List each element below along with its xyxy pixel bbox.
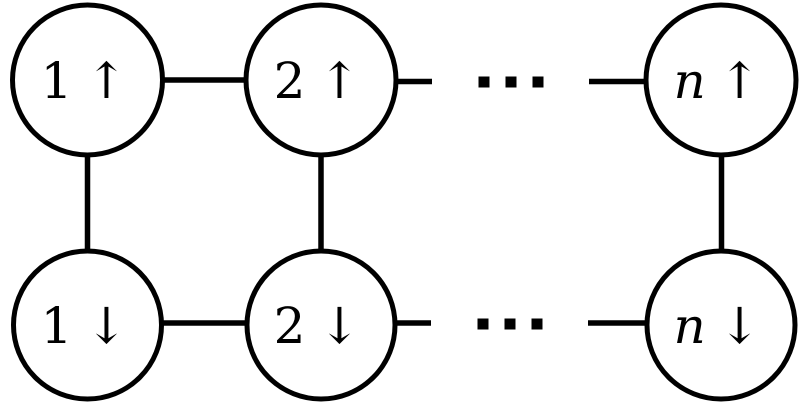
node-1-up-label: 1↑: [41, 52, 128, 110]
node-1-up-circle: [10, 2, 165, 158]
node-symbol: 1: [41, 297, 73, 355]
node-n-up: n↑: [643, 2, 799, 158]
down-arrow-icon: ↓: [85, 297, 127, 355]
node-n-down-circle: [644, 248, 798, 402]
node-symbol: n: [673, 297, 705, 355]
ellipsis-bottom: [477, 318, 543, 330]
node-symbol: 1: [41, 52, 73, 110]
node-2-up-label: 2↑: [274, 52, 361, 110]
ellipsis-dot: [478, 76, 490, 88]
ellipsis-dot: [531, 318, 543, 330]
node-symbol: 2: [274, 297, 306, 355]
node-n-down: n↓: [644, 248, 798, 402]
ellipsis-dot: [504, 318, 516, 330]
node-n-up-label: n↑: [673, 52, 760, 110]
node-1-down-circle: [11, 248, 164, 402]
ellipsis-dot: [477, 318, 489, 330]
ellipsis-dot: [505, 76, 517, 88]
node-2-up-circle: [243, 2, 399, 158]
ellipsis-dot: [532, 76, 544, 88]
ellipsis-top: [478, 76, 544, 88]
node-1-down: 1↓: [11, 248, 164, 402]
up-arrow-icon: ↑: [85, 52, 127, 110]
node-2-down: 2↓: [244, 248, 398, 402]
down-arrow-icon: ↓: [719, 297, 761, 355]
node-2-up: 2↑: [243, 2, 399, 158]
up-arrow-icon: ↑: [719, 52, 761, 110]
down-arrow-icon: ↓: [318, 297, 360, 355]
node-n-up-circle: [643, 2, 799, 158]
node-n-down-label: n↓: [673, 297, 760, 355]
node-1-down-label: 1↓: [41, 297, 128, 355]
up-arrow-icon: ↑: [318, 52, 360, 110]
node-symbol: 2: [274, 52, 306, 110]
node-2-down-label: 2↓: [274, 297, 361, 355]
node-symbol: n: [673, 52, 705, 110]
node-2-down-circle: [244, 248, 398, 402]
node-1-up: 1↑: [10, 2, 165, 158]
